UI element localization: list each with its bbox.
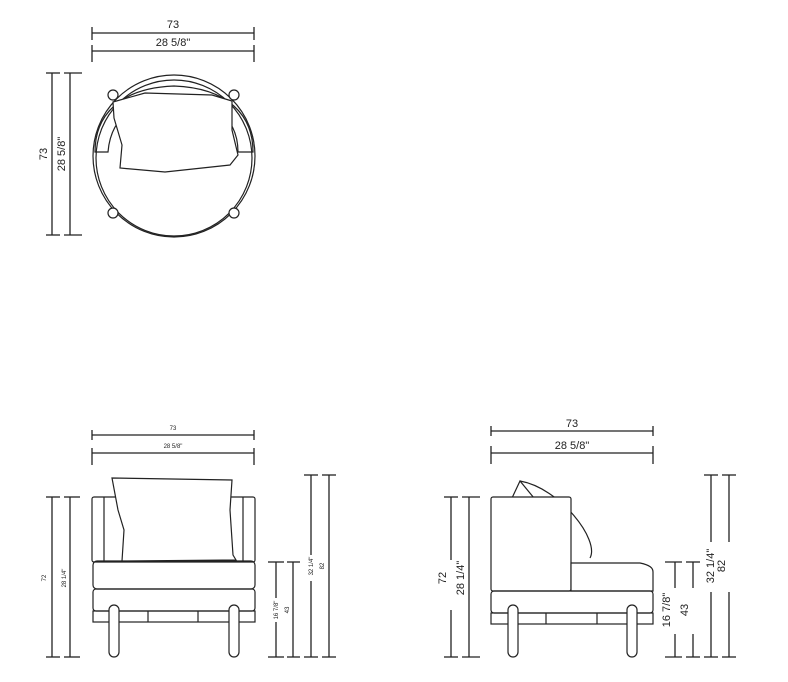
top-depth-cm: 73 bbox=[38, 148, 50, 160]
side-total-height-in: 32 1/4" bbox=[705, 549, 717, 584]
front-seat-height-cm: 43 bbox=[285, 606, 291, 613]
top-view: 73 28 5/8" 73 28 5/8" bbox=[38, 19, 256, 238]
side-arm-height-in: 28 1/4" bbox=[455, 561, 467, 596]
front-width-cm: 73 bbox=[170, 426, 177, 432]
front-seat-height-in: 16 7/8" bbox=[274, 601, 280, 620]
top-depth-in: 28 5/8" bbox=[56, 137, 68, 172]
top-width-cm: 73 bbox=[167, 19, 179, 31]
front-view: 73 28 5/8" 72 28 1/4" 16 7/8" 43 32 1/4"… bbox=[42, 426, 336, 658]
side-seat-height-cm: 43 bbox=[679, 604, 691, 616]
side-seat-height-in: 16 7/8" bbox=[661, 593, 673, 628]
side-total-height-cm: 82 bbox=[716, 560, 728, 572]
side-depth-cm: 73 bbox=[566, 418, 578, 430]
side-view: 73 28 5/8" 72 28 1/4" 16 7/8" 43 32 1/4"… bbox=[436, 418, 736, 658]
front-total-height-in: 32 1/4" bbox=[309, 557, 315, 576]
front-arm-height-cm: 72 bbox=[42, 574, 48, 581]
side-arm-height-cm: 72 bbox=[437, 572, 449, 584]
front-width-in: 28 5/8" bbox=[164, 444, 183, 450]
front-total-height-cm: 82 bbox=[320, 562, 326, 569]
front-arm-height-in: 28 1/4" bbox=[62, 569, 68, 588]
side-depth-in: 28 5/8" bbox=[555, 440, 590, 452]
top-width-in: 28 5/8" bbox=[156, 37, 191, 49]
